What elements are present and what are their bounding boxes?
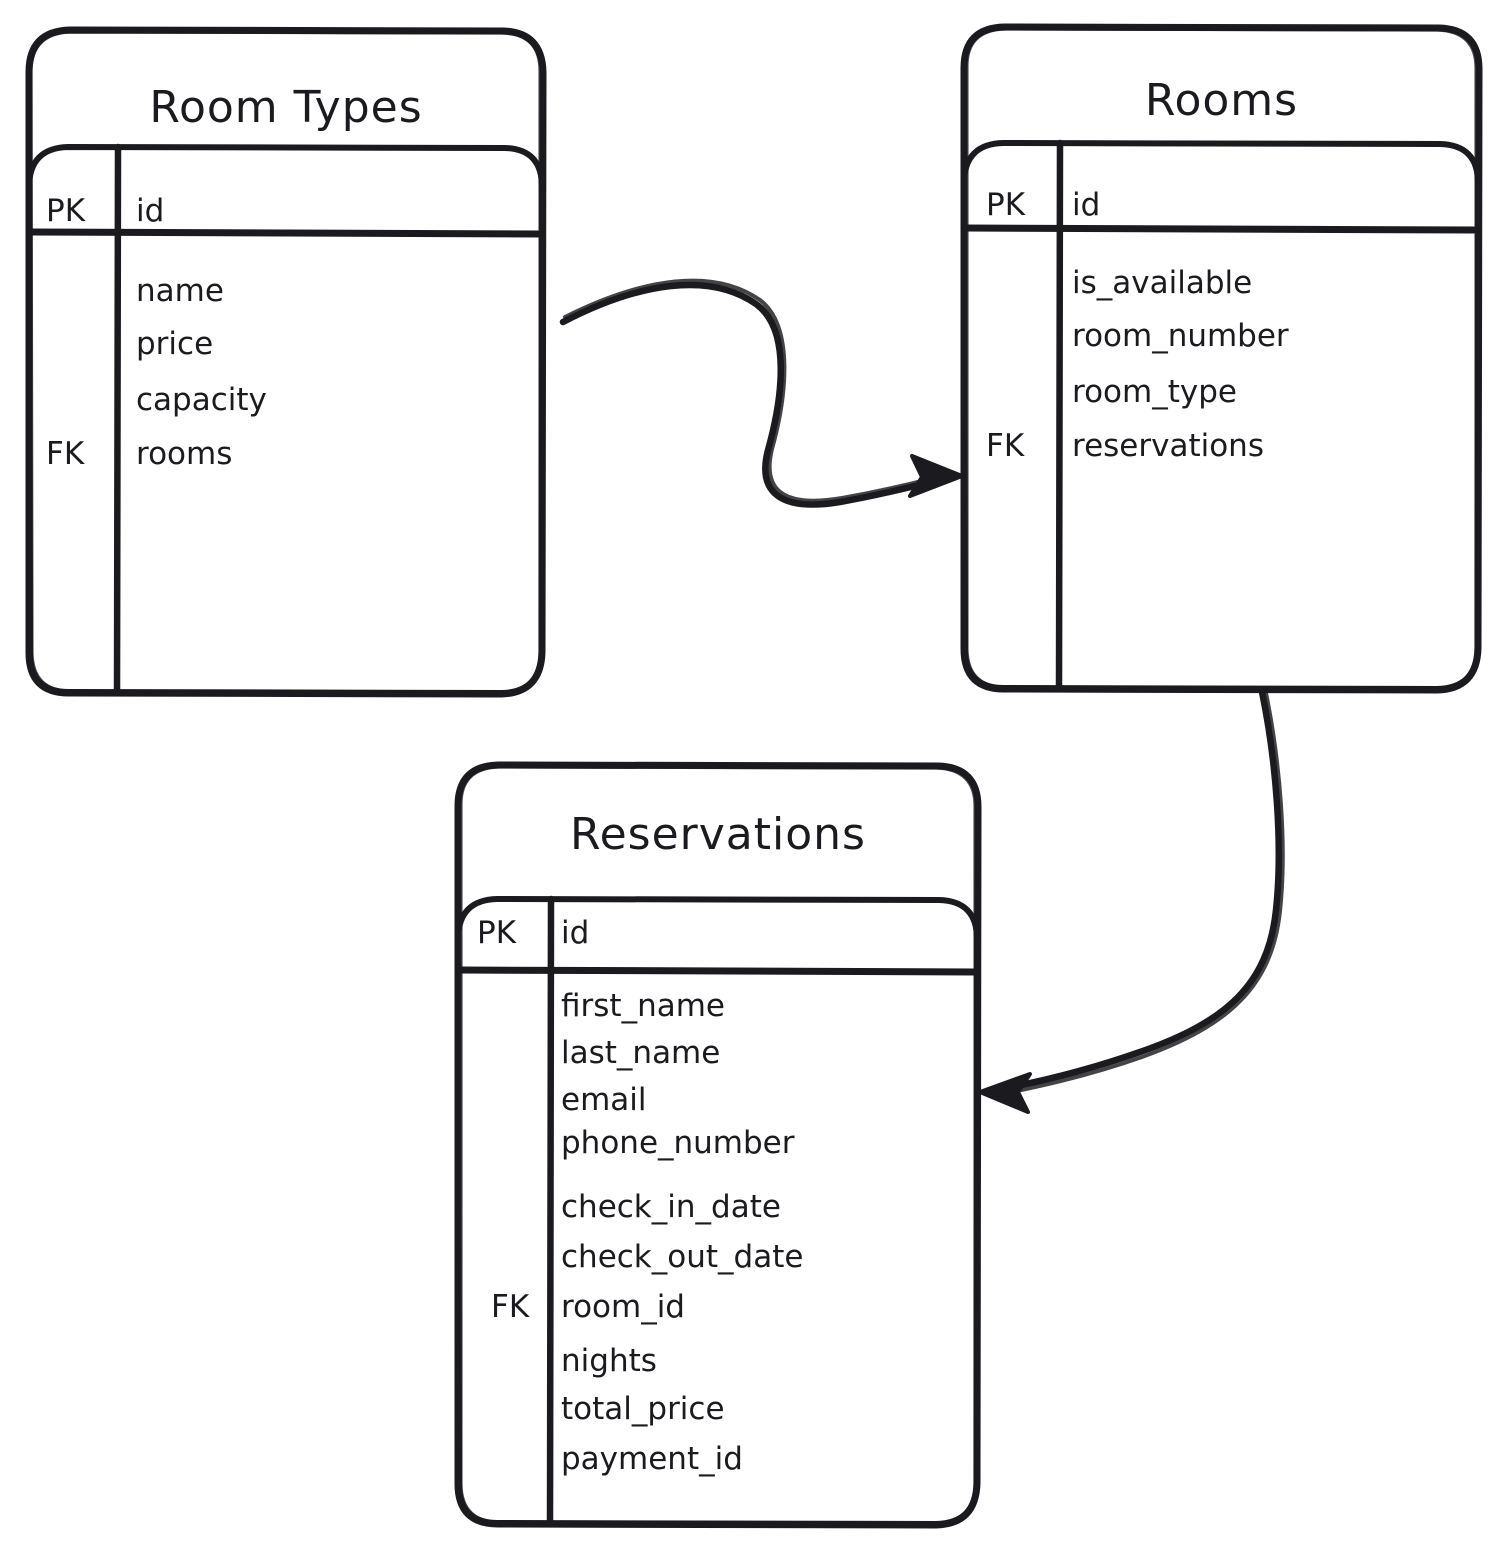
fk-label-room-types: FK [46,436,85,472]
field-reservations-nights: nights [561,1343,657,1379]
entity-title-reservations: Reservations [570,809,866,860]
entity-title-rooms: Rooms [1144,75,1299,126]
field-reservations-last-name: last_name [561,1035,721,1071]
pk-label-rooms: PK [986,187,1026,223]
field-reservations-first-name: first_name [561,988,725,1024]
entity-reservations[interactable]: Reservations PK id first_name last_name … [458,765,978,1525]
entity-title-room-types: Room Types [149,82,423,133]
pk-label-room-types: PK [46,193,86,229]
field-rooms-room-number: room_number [1072,318,1289,354]
field-reservations-email: email [561,1082,647,1118]
relationship-rooms-to-reservations[interactable] [978,688,1285,1114]
field-reservations-room-id: room_id [561,1289,685,1325]
field-room-types-name: name [136,273,224,309]
field-rooms-room-type: room_type [1072,374,1237,410]
field-room-types-capacity: capacity [136,382,267,418]
pk-field-room-types: id [136,193,165,229]
fk-label-reservations: FK [491,1289,530,1325]
field-rooms-is-available: is_available [1072,265,1253,301]
relationship-room-types-to-rooms[interactable] [559,278,964,508]
field-reservations-check-in-date: check_in_date [561,1189,781,1225]
pk-field-rooms: id [1072,187,1101,223]
entity-room-types[interactable]: Room Types PK id name price capacity FK … [29,30,543,694]
field-reservations-phone-number: phone_number [561,1125,795,1161]
field-reservations-total-price: total_price [561,1391,725,1427]
fk-label-rooms: FK [986,428,1025,464]
field-reservations-check-out-date: check_out_date [561,1239,804,1275]
field-room-types-rooms: rooms [136,436,233,472]
pk-label-reservations: PK [477,915,517,951]
field-reservations-payment-id: payment_id [561,1441,743,1477]
entity-rooms[interactable]: Rooms PK id is_available room_number roo… [964,27,1479,690]
field-rooms-reservations: reservations [1072,428,1264,464]
pk-field-reservations: id [561,915,590,951]
field-room-types-price: price [136,326,214,362]
